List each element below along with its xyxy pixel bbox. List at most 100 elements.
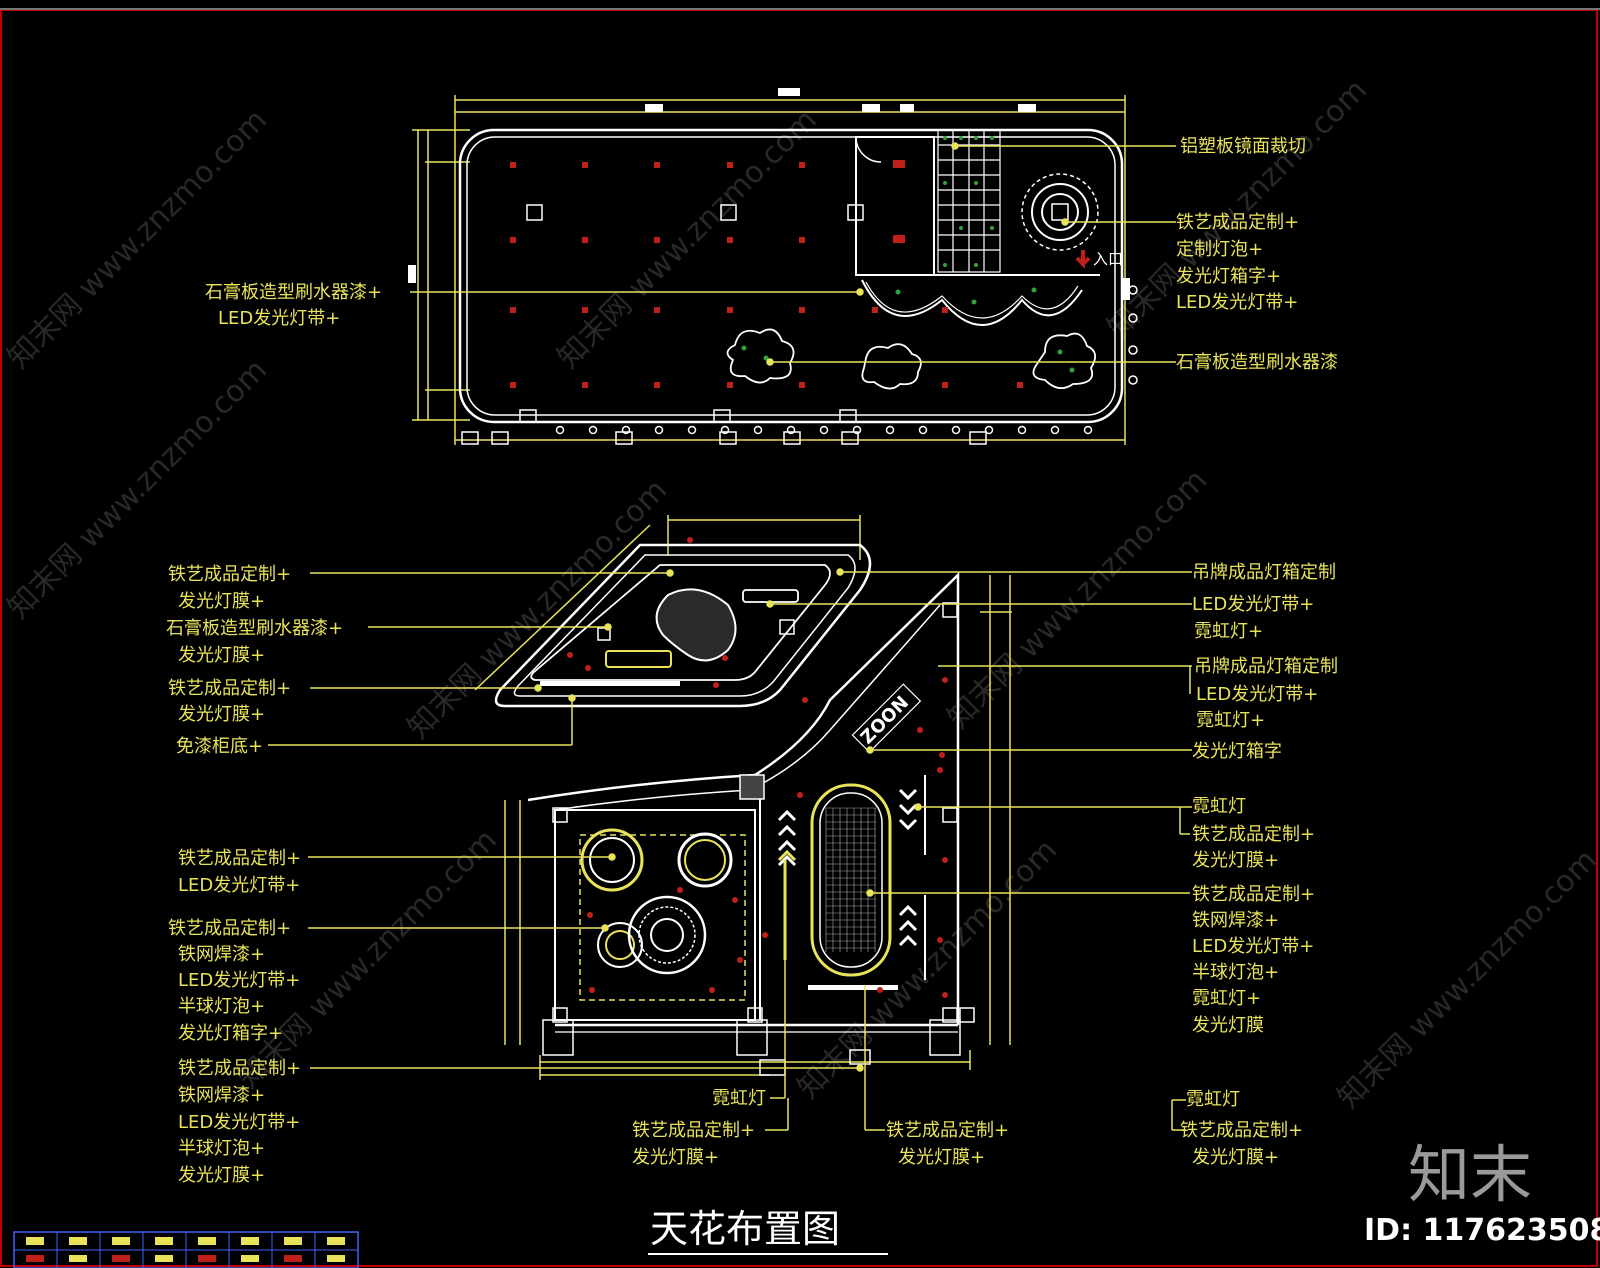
leader-lines-bottom-right [766, 568, 1192, 897]
cloud-fixture [1032, 332, 1097, 390]
annotation-group-top-left: 石膏板造型刷水器漆+ LED发光灯带+ [205, 281, 382, 329]
downlight [942, 307, 948, 313]
diagonal-bulkhead [494, 543, 872, 708]
annotation-label: 半球灯泡+ [1192, 962, 1279, 983]
dimension-lines-top [412, 95, 1126, 445]
downlight [722, 655, 728, 661]
watermark-text: 知末网 www.znzmo.com [1, 103, 274, 376]
downlight [510, 237, 516, 243]
downlight [654, 162, 660, 168]
neon-chevron [898, 904, 918, 917]
downlight [654, 237, 660, 243]
cloud-ceiling-shape [861, 279, 1083, 326]
annotation-label: 铁艺成品定制+ [178, 1058, 301, 1079]
ceiling-plan-bottom: ZOON [166, 515, 1338, 1186]
column-markers [542, 602, 975, 1076]
downlight [713, 682, 719, 688]
downlight [802, 697, 808, 703]
downlight [510, 382, 516, 388]
annotation-label: 铁艺成品定制+ [1180, 1120, 1303, 1141]
downlight [872, 307, 878, 313]
downlight-array [567, 537, 948, 998]
neon-chevron [898, 803, 918, 816]
downlight [799, 162, 805, 168]
top-wall-marks [408, 88, 1130, 300]
annotation-label: 石膏板造型刷水器漆 [1176, 351, 1338, 373]
downlight [917, 727, 923, 733]
light-box [742, 589, 799, 603]
downlight [942, 857, 948, 863]
annotation-label: 铁艺成品定制+ [1176, 212, 1299, 233]
annotation-label: 石膏板造型刷水器漆+ [205, 281, 382, 303]
downlight [762, 932, 768, 938]
annotation-label: 铁艺成品定制+ [1192, 824, 1315, 845]
downlight [727, 162, 733, 168]
annotation-label: 发光灯膜+ [178, 704, 265, 725]
drawing-title: 天花布置图 [650, 1207, 840, 1251]
neon-chevron [777, 839, 797, 852]
annotation-label: 发光灯膜+ [178, 645, 265, 666]
downlight [687, 537, 693, 543]
neon-chevron [777, 849, 797, 862]
mirror-grid-panel [937, 129, 1001, 273]
annotation-label: LED发光灯带+ [1192, 594, 1314, 615]
annotation-label: 霓虹灯 [1192, 796, 1246, 817]
annotation-label: LED发光灯带+ [178, 970, 300, 991]
annotation-label: 发光灯膜+ [178, 591, 265, 612]
legend-strip [13, 1231, 359, 1268]
annotation-label: 铁艺成品定制+ [1192, 884, 1315, 905]
annotation-label: 铁艺成品定制+ [178, 848, 301, 869]
annotation-label: 铁艺成品定制+ [168, 918, 291, 939]
annotation-group-top-right: 铝塑板镜面裁切 铁艺成品定制+ 定制灯泡+ 发光灯箱字+ LED发光灯带+ 石膏… [1176, 136, 1338, 373]
downlight [732, 897, 738, 903]
annotation-label: 发光灯膜 [1192, 1015, 1264, 1036]
annotation-label: 发光灯膜+ [1192, 850, 1279, 871]
annotation-label: 铁网焊漆+ [178, 944, 265, 965]
round-mesh-fixture [597, 895, 707, 975]
annotation-label: 发光灯膜+ [178, 1165, 265, 1186]
downlight [582, 162, 588, 168]
downlight [737, 957, 743, 963]
annotation-label: 发光灯箱字 [1192, 741, 1282, 762]
annotation-label: 铁网焊漆+ [178, 1085, 265, 1106]
annotation-group-bottom-left: 铁艺成品定制+ 发光灯膜+ 石膏板造型刷水器漆+ 发光灯膜+ 铁艺成品定制+ 发… [166, 564, 343, 1186]
downlight [582, 382, 588, 388]
annotation-label: 霓虹灯 [1186, 1089, 1240, 1110]
downlight [799, 382, 805, 388]
annotation-label: 吊牌成品灯箱定制 [1192, 562, 1336, 583]
annotation-label: LED发光灯带+ [178, 1112, 300, 1133]
annotation-label: 铁艺成品定制+ [168, 564, 291, 585]
annotation-label: LED发光灯带+ [178, 875, 300, 896]
downlight [677, 887, 683, 893]
round-chandelier [1021, 173, 1099, 251]
led-strip-frame [579, 834, 746, 1001]
sign-text: ZOON [857, 692, 913, 748]
leader-lines-bottom-left [268, 569, 1186, 1131]
annotation-label: 吊牌成品灯箱定制 [1194, 656, 1338, 677]
watermark-text: 知末网 www.znzmo.com [401, 473, 674, 746]
downlight [937, 937, 943, 943]
annotation-label: 铁艺成品定制+ [886, 1120, 1009, 1141]
downlight [942, 382, 948, 388]
lower-room [554, 809, 756, 1021]
light-box [605, 650, 672, 668]
annotation-label: 半球灯泡+ [178, 1138, 265, 1159]
annotation-label: 发光灯膜+ [632, 1147, 719, 1168]
annotation-label: 铝塑板镜面裁切 [1180, 136, 1306, 157]
annotation-label: 发光灯膜+ [1192, 1147, 1279, 1168]
light-strip [540, 681, 680, 686]
ring-fixture [580, 828, 644, 892]
annotation-group-bottom-right: 吊牌成品灯箱定制 LED发光灯带+ 霓虹灯+ 吊牌成品灯箱定制 LED发光灯带+… [1192, 562, 1338, 1036]
downlight [1017, 382, 1023, 388]
neon-chevron [898, 818, 918, 831]
neon-chevron [777, 854, 797, 867]
downlight [727, 307, 733, 313]
entrance-label: 入口 [1093, 250, 1123, 268]
downlight [510, 162, 516, 168]
annotation-label: 发光灯箱字+ [1176, 266, 1281, 287]
annotation-label: 铁网焊漆+ [1192, 910, 1279, 931]
access-panels [526, 204, 864, 221]
annotation-label: 发光灯箱字+ [178, 1023, 283, 1044]
annotation-label: 发光灯膜+ [898, 1147, 985, 1168]
